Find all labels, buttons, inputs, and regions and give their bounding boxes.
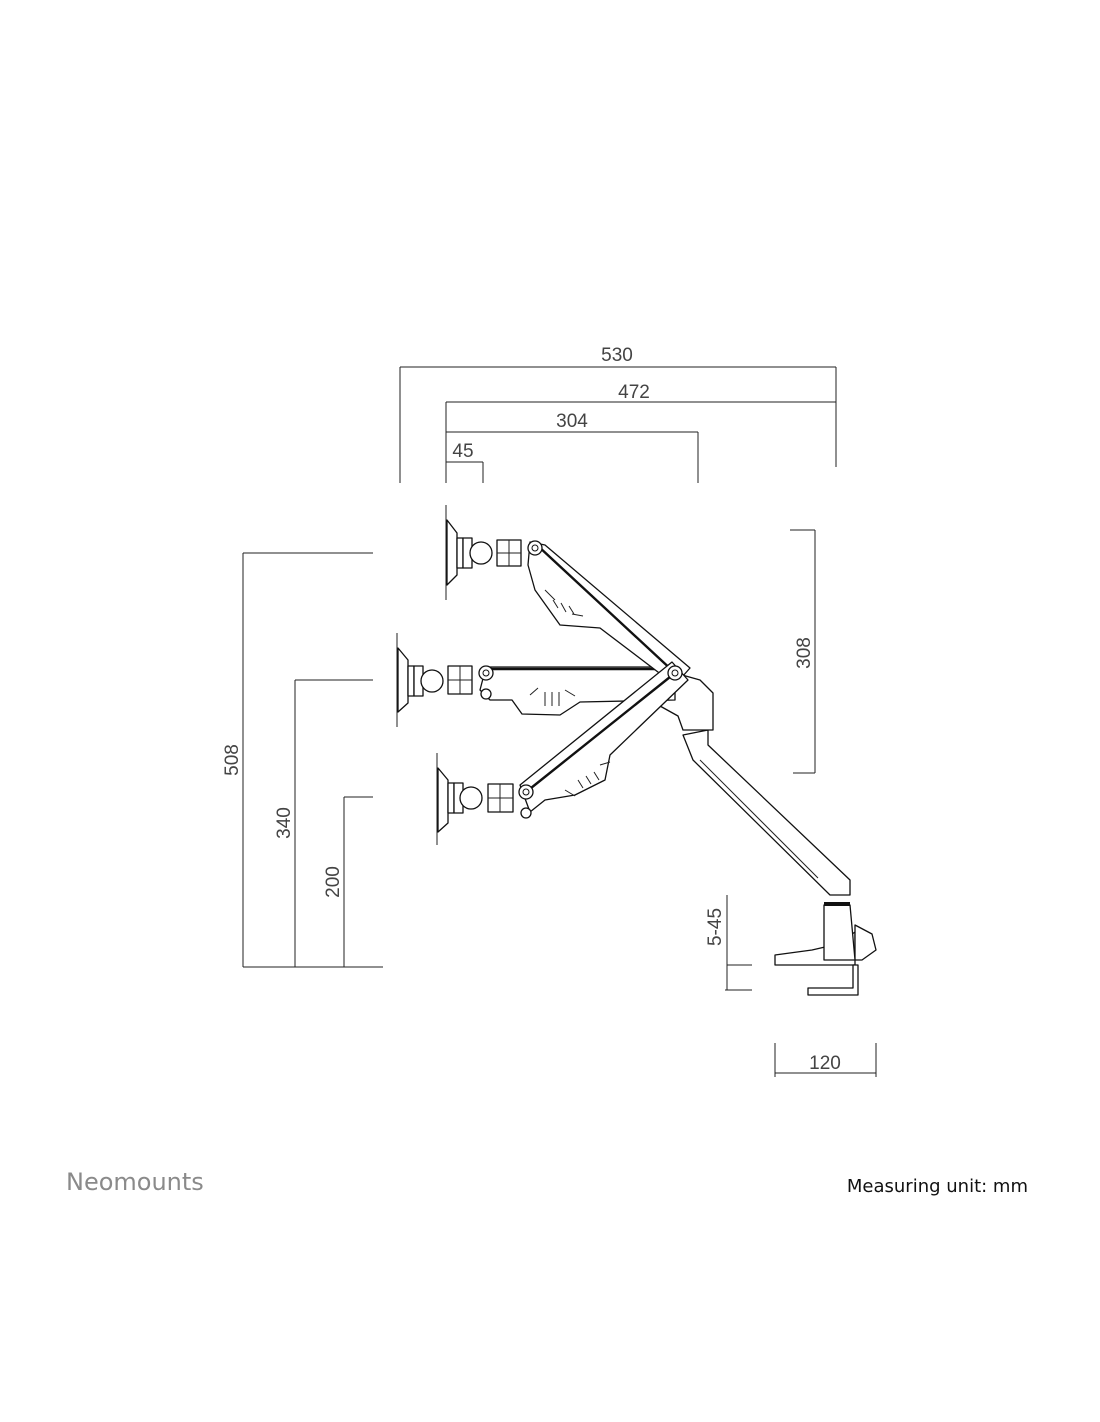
dimension-200: 200 — [323, 796, 373, 967]
dimension-label-530: 530 — [601, 345, 633, 366]
dimension-label-5-45: 5-45 — [705, 908, 726, 946]
dimension-340: 340 — [274, 679, 373, 967]
dimension-label-340: 340 — [274, 807, 295, 839]
pivot-joints — [478, 540, 683, 819]
desk-clamp — [774, 902, 877, 996]
lower-arm — [682, 729, 851, 896]
dimension-label-508: 508 — [222, 744, 243, 776]
dimension-5-45: 5-45 — [705, 895, 752, 991]
monitor-head-bottom — [436, 753, 514, 845]
dimension-label-472: 472 — [618, 382, 650, 403]
neomounts-logo: Neomounts — [66, 1168, 204, 1196]
dimension-472: 472 — [445, 382, 836, 483]
dimension-45: 45 — [446, 441, 484, 483]
dimension-120: 120 — [774, 1043, 877, 1077]
dimension-label-304: 304 — [556, 411, 588, 432]
dimension-508: 508 — [222, 552, 383, 968]
dimension-label-120: 120 — [809, 1053, 841, 1074]
dimension-304: 304 — [446, 411, 699, 483]
dimension-label-200: 200 — [323, 866, 344, 898]
dimension-530: 530 — [399, 345, 837, 483]
monitor-head-top — [445, 505, 522, 600]
monitor-head-middle — [396, 633, 473, 727]
dimension-label-45: 45 — [452, 441, 473, 462]
measuring-unit-label: Measuring unit: mm — [846, 1176, 1028, 1197]
dimension-label-308: 308 — [794, 637, 815, 669]
dimension-308: 308 — [790, 529, 816, 774]
upper-arm-top — [527, 541, 691, 686]
